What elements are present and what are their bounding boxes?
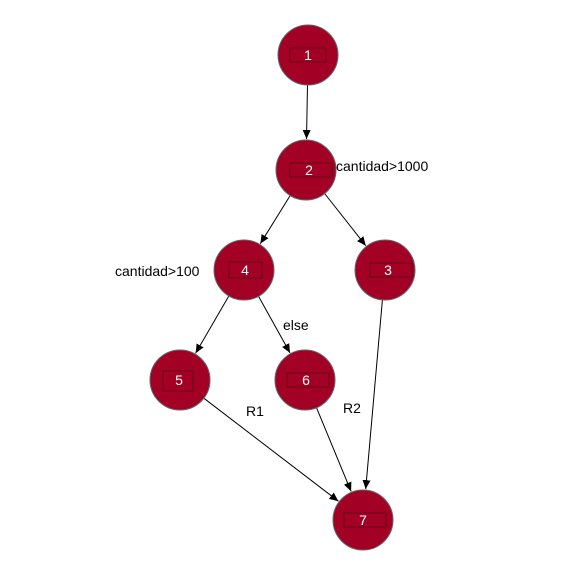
node-4-circle — [213, 239, 275, 301]
edge-3-to-7 — [362, 299, 383, 490]
region-label-r1: R1 — [246, 403, 264, 419]
node-7-circle — [332, 489, 394, 551]
condition-label-node-4: cantidad>100 — [115, 263, 200, 279]
node-2[interactable]: 2 — [275, 139, 337, 201]
edge-5-to-7 — [203, 397, 339, 502]
node-1-inner-box — [289, 47, 327, 63]
node-6-circle — [274, 349, 336, 411]
node-5-inner-box — [162, 370, 194, 392]
node-3[interactable]: 3 — [354, 239, 416, 301]
edge-2-to-3 — [324, 193, 367, 247]
node-3-label: 3 — [384, 262, 392, 278]
edges — [195, 84, 383, 502]
node-1-label: 1 — [304, 47, 312, 63]
node-2-inner-box — [289, 162, 333, 178]
node-2-circle — [275, 139, 337, 201]
condition-label-node-2: cantidad>1000 — [336, 158, 428, 174]
node-1[interactable]: 1 — [277, 24, 339, 86]
node-6[interactable]: 6 — [274, 349, 336, 411]
node-7-inner-box — [343, 512, 387, 528]
node-4-inner-box — [228, 261, 263, 279]
edge-6-to-7 — [316, 407, 352, 492]
edge-2-to-4 — [259, 195, 291, 244]
node-7-label: 7 — [359, 512, 367, 528]
node-4[interactable]: 4 — [213, 239, 275, 301]
node-5[interactable]: 5 — [149, 349, 211, 411]
else-label: else — [283, 317, 309, 333]
node-6-inner-box — [286, 372, 330, 388]
region-label-r2: R2 — [343, 400, 361, 416]
node-3-circle — [354, 239, 416, 301]
edge-4-to-5 — [195, 295, 230, 354]
edge-4-to-6 — [258, 295, 291, 354]
node-5-label: 5 — [175, 372, 183, 388]
node-3-inner-box — [369, 262, 413, 278]
node-6-label: 6 — [302, 372, 310, 388]
node-7[interactable]: 7 — [332, 489, 394, 551]
node-2-label: 2 — [305, 162, 313, 178]
edge-1-to-2 — [302, 84, 311, 140]
node-1-circle — [277, 24, 339, 86]
node-4-label: 4 — [241, 262, 249, 278]
node-5-circle — [149, 349, 211, 411]
